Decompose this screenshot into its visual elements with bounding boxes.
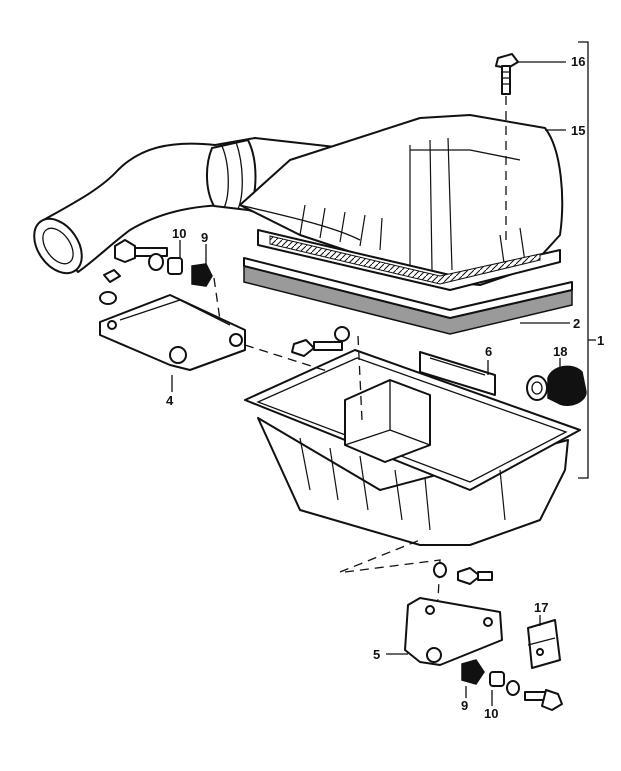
filter-element-foam	[243, 257, 573, 335]
assembly-bracket-line	[578, 41, 596, 479]
callout-16: 16	[571, 54, 585, 69]
callout-10-upper: 10	[172, 226, 186, 241]
callout-18: 18	[553, 344, 567, 359]
bolt-16	[495, 53, 519, 245]
filter-housing-cover	[239, 114, 564, 286]
bracket-17	[527, 619, 561, 669]
hose-18	[526, 365, 587, 406]
callout-10-lower: 10	[484, 706, 498, 721]
callout-17: 17	[534, 600, 548, 615]
upper-left-hardware	[99, 239, 221, 321]
callout-1: 1	[597, 333, 604, 348]
callout-9-lower: 9	[461, 698, 468, 713]
middle-bolt	[291, 326, 363, 421]
callout-15: 15	[571, 123, 585, 138]
callout-6: 6	[485, 344, 492, 359]
callout-5: 5	[373, 647, 380, 662]
leader-lines	[171, 61, 570, 706]
filter-housing-tray	[244, 349, 581, 546]
callout-9-upper: 9	[201, 230, 208, 245]
callout-2: 2	[573, 316, 580, 331]
callout-4: 4	[166, 393, 174, 408]
lower-hardware	[433, 562, 563, 711]
bracket-5	[339, 539, 503, 666]
filter-element-frame	[257, 229, 561, 291]
bracket-4	[99, 294, 331, 373]
